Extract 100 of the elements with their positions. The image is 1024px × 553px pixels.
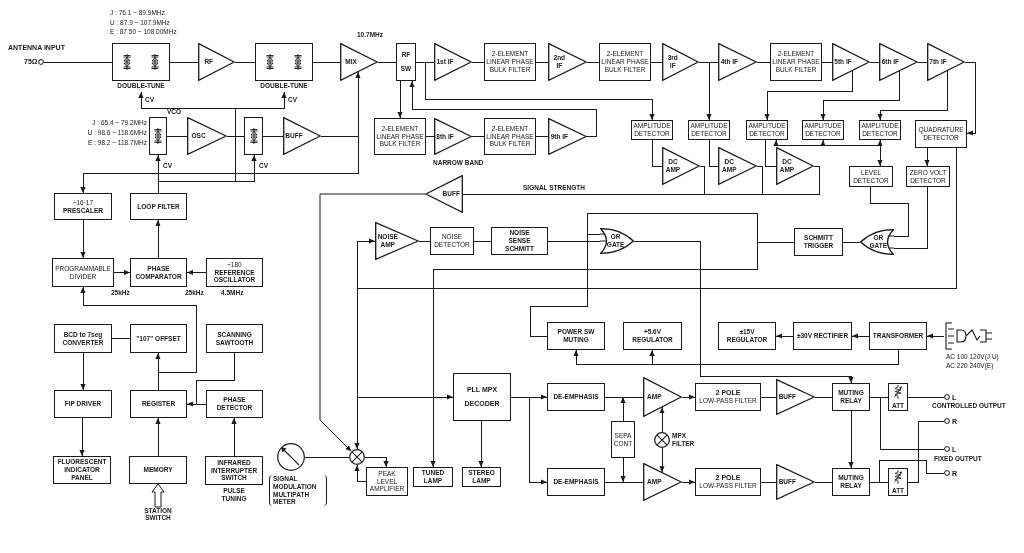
connector-line bbox=[651, 139, 663, 167]
arrow bbox=[155, 352, 161, 373]
connector-line bbox=[708, 61, 719, 63]
arrow bbox=[80, 219, 86, 259]
function-block bbox=[484, 118, 536, 155]
function-block bbox=[54, 193, 112, 220]
connector-line bbox=[43, 61, 113, 63]
function-block bbox=[206, 258, 263, 287]
arrow bbox=[478, 420, 484, 468]
function-block bbox=[396, 43, 416, 81]
function-block bbox=[695, 383, 761, 411]
connector-line bbox=[869, 481, 880, 483]
mixer-symbol bbox=[349, 449, 365, 465]
arrow bbox=[155, 219, 161, 259]
connector-line bbox=[425, 136, 435, 137]
function-block bbox=[484, 43, 536, 81]
connector-line bbox=[893, 186, 928, 249]
function-block bbox=[547, 383, 605, 411]
connector-line bbox=[879, 396, 945, 450]
arrow bbox=[430, 241, 758, 468]
connector-line bbox=[234, 107, 236, 182]
connector-line bbox=[703, 193, 763, 195]
arrow bbox=[659, 406, 665, 433]
connector-line bbox=[510, 396, 530, 398]
arrow bbox=[319, 193, 426, 452]
arrow bbox=[848, 410, 854, 469]
connector-line bbox=[535, 61, 549, 63]
arrow bbox=[356, 238, 376, 289]
function-block bbox=[599, 43, 651, 81]
function-block bbox=[462, 467, 501, 487]
arrow bbox=[355, 71, 361, 137]
function-block bbox=[547, 322, 605, 350]
connector-line bbox=[535, 136, 549, 137]
arrow bbox=[234, 91, 287, 109]
connector-line bbox=[698, 61, 710, 63]
connector-line bbox=[356, 147, 957, 289]
power-plug-drawing bbox=[944, 322, 994, 350]
connector-line bbox=[760, 481, 777, 483]
arrow bbox=[620, 457, 626, 483]
connector-line bbox=[764, 139, 777, 167]
varactor-block bbox=[244, 117, 263, 155]
function-block bbox=[130, 193, 187, 220]
connector-line bbox=[869, 61, 880, 63]
connector-line bbox=[650, 61, 663, 63]
connector-line bbox=[604, 481, 644, 483]
function-block bbox=[54, 390, 112, 418]
connector-line bbox=[907, 420, 945, 483]
function-block bbox=[869, 322, 927, 350]
connector-line bbox=[304, 456, 350, 458]
arrow bbox=[155, 417, 161, 457]
connector-line bbox=[377, 61, 397, 63]
arrow bbox=[877, 70, 948, 121]
connector-line bbox=[195, 352, 235, 405]
connector-line bbox=[761, 165, 820, 195]
connector-line bbox=[651, 349, 899, 365]
hollow-arrow bbox=[151, 483, 165, 508]
function-block bbox=[491, 227, 548, 255]
connector-line bbox=[586, 61, 600, 63]
arrow bbox=[820, 139, 826, 146]
arrow bbox=[80, 286, 197, 373]
arrow bbox=[80, 352, 86, 391]
arrow bbox=[234, 154, 257, 182]
function-block bbox=[52, 258, 114, 287]
connector-line bbox=[842, 241, 861, 243]
connector-line bbox=[586, 233, 601, 235]
arrow bbox=[877, 139, 883, 146]
function-block bbox=[794, 228, 843, 256]
mixer-symbol bbox=[654, 432, 670, 448]
connector-line bbox=[756, 165, 763, 195]
connector-line bbox=[262, 135, 284, 137]
function-block bbox=[130, 390, 187, 418]
connector-line bbox=[111, 338, 131, 339]
connector-line bbox=[869, 396, 881, 398]
function-block bbox=[453, 373, 511, 421]
arrow bbox=[424, 61, 655, 121]
arrow bbox=[354, 464, 367, 482]
arrow bbox=[354, 396, 360, 450]
connector-line bbox=[418, 240, 431, 242]
connector-line bbox=[462, 193, 705, 195]
connector-line bbox=[234, 61, 256, 63]
function-block bbox=[130, 324, 187, 353]
connector-line bbox=[917, 61, 928, 63]
arrow bbox=[113, 269, 131, 276]
arrow bbox=[706, 61, 712, 121]
connector-line bbox=[814, 396, 833, 398]
function-block bbox=[915, 120, 967, 148]
arrow bbox=[964, 61, 976, 136]
function-block bbox=[374, 118, 426, 155]
function-block bbox=[413, 467, 453, 487]
connector-line bbox=[471, 136, 485, 137]
arrow bbox=[633, 240, 854, 384]
attenuator-block bbox=[888, 383, 908, 411]
arrow bbox=[775, 333, 794, 339]
function-block bbox=[130, 258, 187, 287]
function-block bbox=[832, 383, 870, 411]
arrow bbox=[138, 91, 236, 109]
connector-line bbox=[356, 287, 358, 398]
connector-line bbox=[869, 186, 909, 237]
connector-line bbox=[822, 144, 881, 146]
connector-line bbox=[166, 135, 188, 137]
